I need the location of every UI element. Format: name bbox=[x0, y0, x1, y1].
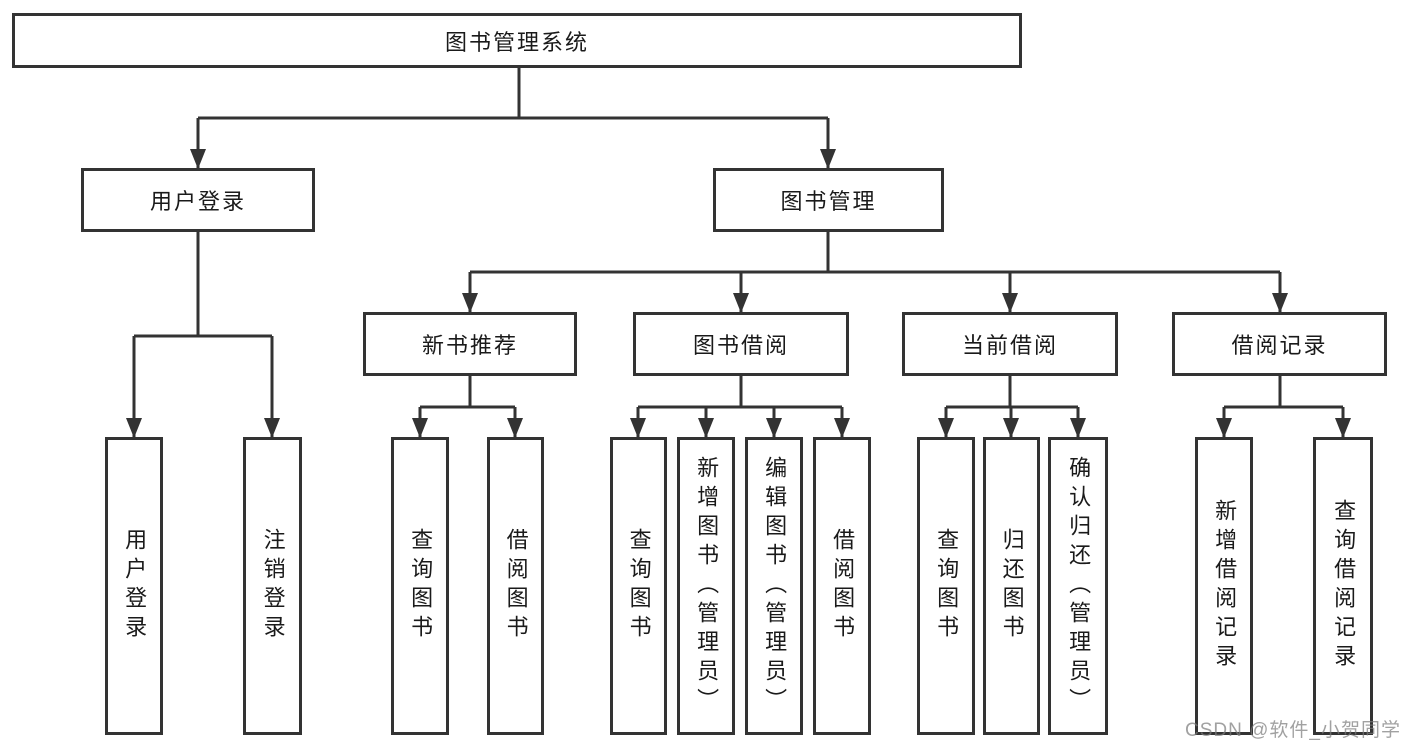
connector-book-borrow bbox=[630, 376, 850, 438]
node-new-book-recommend-label: 新书推荐 bbox=[421, 333, 518, 358]
leaf-borrow-book: 借阅图书 bbox=[813, 437, 871, 735]
node-current-borrow-label: 当前借阅 bbox=[961, 333, 1058, 358]
leaf-newbook-borrow: 借阅图书 bbox=[487, 437, 544, 735]
leaf-edit-book-admin: 编辑图书（管理员） bbox=[745, 437, 803, 735]
leaf-query-borrow-record: 查询借阅记录 bbox=[1313, 437, 1373, 735]
leaf-newbook-borrow-label: 借阅图书 bbox=[503, 528, 529, 644]
leaf-logout: 注销登录 bbox=[243, 437, 302, 735]
leaf-add-book-admin-label: 新增图书（管理员） bbox=[694, 455, 720, 717]
leaf-confirm-return-admin-label: 确认归还（管理员） bbox=[1066, 455, 1092, 717]
node-current-borrow: 当前借阅 bbox=[902, 312, 1118, 376]
connector-user-login bbox=[126, 232, 280, 438]
node-book-management-label: 图书管理 bbox=[780, 189, 877, 214]
leaf-current-query-label: 查询图书 bbox=[934, 528, 960, 644]
node-book-borrow-label: 图书借阅 bbox=[692, 333, 789, 358]
leaf-logout-label: 注销登录 bbox=[260, 528, 286, 644]
node-root-system: 图书管理系统 bbox=[12, 13, 1022, 68]
leaf-return-book: 归还图书 bbox=[983, 437, 1040, 735]
leaf-add-book-admin: 新增图书（管理员） bbox=[677, 437, 735, 735]
node-book-borrow: 图书借阅 bbox=[633, 312, 849, 376]
node-root-label: 图书管理系统 bbox=[444, 29, 589, 55]
leaf-borrow-book-label: 借阅图书 bbox=[830, 528, 856, 644]
leaf-confirm-return-admin: 确认归还（管理员） bbox=[1048, 437, 1108, 735]
node-book-management: 图书管理 bbox=[713, 168, 944, 232]
leaf-current-query: 查询图书 bbox=[917, 437, 975, 735]
node-user-login-label: 用户登录 bbox=[149, 189, 246, 214]
leaf-edit-book-admin-label: 编辑图书（管理员） bbox=[762, 455, 788, 717]
leaf-newbook-query-label: 查询图书 bbox=[408, 528, 434, 644]
leaf-borrow-query: 查询图书 bbox=[610, 437, 667, 735]
connector-borrow-records bbox=[1216, 376, 1351, 438]
connector-root bbox=[190, 68, 836, 169]
node-borrow-records: 借阅记录 bbox=[1172, 312, 1387, 376]
leaf-add-borrow-record: 新增借阅记录 bbox=[1195, 437, 1253, 735]
csdn-watermark: CSDN @软件_小贺同学 bbox=[1185, 720, 1401, 741]
node-borrow-records-label: 借阅记录 bbox=[1231, 333, 1328, 358]
leaf-add-borrow-record-label: 新增借阅记录 bbox=[1212, 499, 1238, 673]
connector-new-book bbox=[412, 376, 523, 438]
leaf-return-book-label: 归还图书 bbox=[999, 528, 1025, 644]
connector-current-borrow bbox=[938, 376, 1086, 438]
leaf-newbook-query: 查询图书 bbox=[391, 437, 449, 735]
leaf-user-login-label: 用户登录 bbox=[122, 528, 148, 644]
leaf-query-borrow-record-label: 查询借阅记录 bbox=[1331, 499, 1357, 673]
connector-book-management bbox=[462, 232, 1288, 313]
leaf-borrow-query-label: 查询图书 bbox=[626, 528, 652, 644]
node-user-login: 用户登录 bbox=[81, 168, 315, 232]
leaf-user-login: 用户登录 bbox=[105, 437, 163, 735]
node-new-book-recommend: 新书推荐 bbox=[363, 312, 577, 376]
